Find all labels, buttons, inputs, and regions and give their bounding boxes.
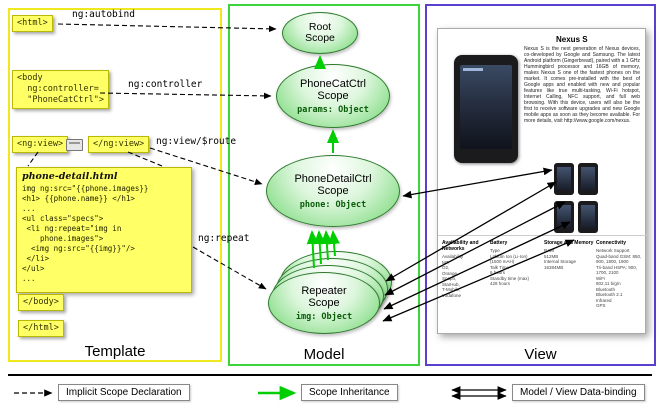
spec-header-connectivity: Connectivity [596, 240, 627, 246]
spec-header-battery: Battery [490, 240, 508, 246]
phone-thumbnail-4 [578, 201, 598, 233]
repeater-scope-title: Repeater Scope [301, 284, 347, 309]
phonecatctrl-scope-title: PhoneCatCtrl Scope [299, 77, 367, 102]
legend-model-view-data-binding: Model / View Data-binding [512, 384, 645, 401]
html-open-tag: <html> [12, 15, 53, 32]
legend-scope-inheritance: Scope Inheritance [301, 384, 398, 401]
repeater-scope-binding: img: Object [295, 311, 353, 322]
body-close-tag: </body> [18, 294, 64, 311]
phone-detail-template-box: phone-detail.html img ng:src="{{phone.im… [16, 167, 192, 293]
ng-view-close-tag: </ng:view> [88, 136, 150, 153]
phonedetailctrl-scope-ellipse: PhoneDetailCtrl Scope phone: Object [266, 155, 400, 227]
root-scope-ellipse: Root Scope [282, 12, 358, 54]
legend-implicit-scope-declaration: Implicit Scope Declaration [58, 384, 190, 401]
spec-header-availability: Availability and Networks [442, 240, 479, 252]
phone-thumbnail-3 [554, 201, 574, 233]
spec-items-storage: RAM 512MB Internal Storage 16384MB [544, 248, 577, 270]
template-column-frame [8, 8, 222, 362]
template-column-label: Template [84, 343, 146, 360]
phonedetailctrl-scope-binding: phone: Object [299, 199, 367, 210]
spec-column-storage: Storage and Memory RAM 512MB Internal St… [544, 240, 594, 270]
phonecatctrl-scope-binding: params: Object [297, 104, 369, 115]
repeater-scope-ellipse: Repeater Scope img: Object [268, 272, 380, 334]
phone-screen [460, 65, 512, 149]
phone-thumbnail-1 [554, 163, 574, 195]
label-ng-controller: ng:controller [128, 79, 203, 90]
label-ng-repeat: ng:repeat [198, 233, 250, 244]
spec-items-connectivity: Network Support Quad-band GSM: 850, 900,… [596, 248, 642, 308]
root-scope-title: Root Scope [305, 21, 335, 44]
template-code: img ng:src="{{phone.images}} <h1> {{phon… [22, 184, 149, 283]
phone-specs-table: Availability and Networks Availability M… [438, 235, 647, 308]
view-column-label: View [524, 346, 557, 363]
spec-column-availability: Availability and Networks Availability M… [442, 240, 486, 298]
model-column-label: Model [303, 346, 345, 363]
spec-column-connectivity: Connectivity Network Support Quad-band G… [596, 240, 644, 309]
html-close-tag: </html> [18, 320, 64, 337]
phone-description: Nexus S is the next generation of Nexus … [524, 46, 640, 124]
body-open-tag: <body ng:controller= "PhoneCatCtrl"> [12, 70, 109, 109]
phone-detail-page: Nexus S Nexus S is the next generation o… [437, 28, 647, 334]
phone-thumbnail-2 [578, 163, 598, 195]
phonecatctrl-scope-ellipse: PhoneCatCtrl Scope params: Object [276, 64, 390, 128]
ng-view-open-tag: <ng:view> [12, 136, 69, 153]
phone-main-image [454, 55, 518, 163]
spec-header-storage: Storage and Memory [544, 240, 594, 246]
label-ng-view-route: ng:view/$route [156, 136, 237, 147]
spec-items-availability: Availability M7, O2, Orange, Snapfi, Sta… [442, 254, 464, 298]
phonedetailctrl-scope-title: PhoneDetailCtrl Scope [294, 172, 372, 197]
document-icon [66, 139, 83, 151]
spec-column-battery: Battery Type Lithium Ion (Li-Ion) (1500 … [490, 240, 540, 287]
phone-name-heading: Nexus S [556, 35, 588, 44]
template-filename: phone-detail.html [22, 171, 118, 182]
spec-items-battery: Type Lithium Ion (Li-Ion) (1500 mAH) Tal… [490, 248, 530, 286]
label-ng-autobind: ng:autobind [72, 9, 135, 20]
